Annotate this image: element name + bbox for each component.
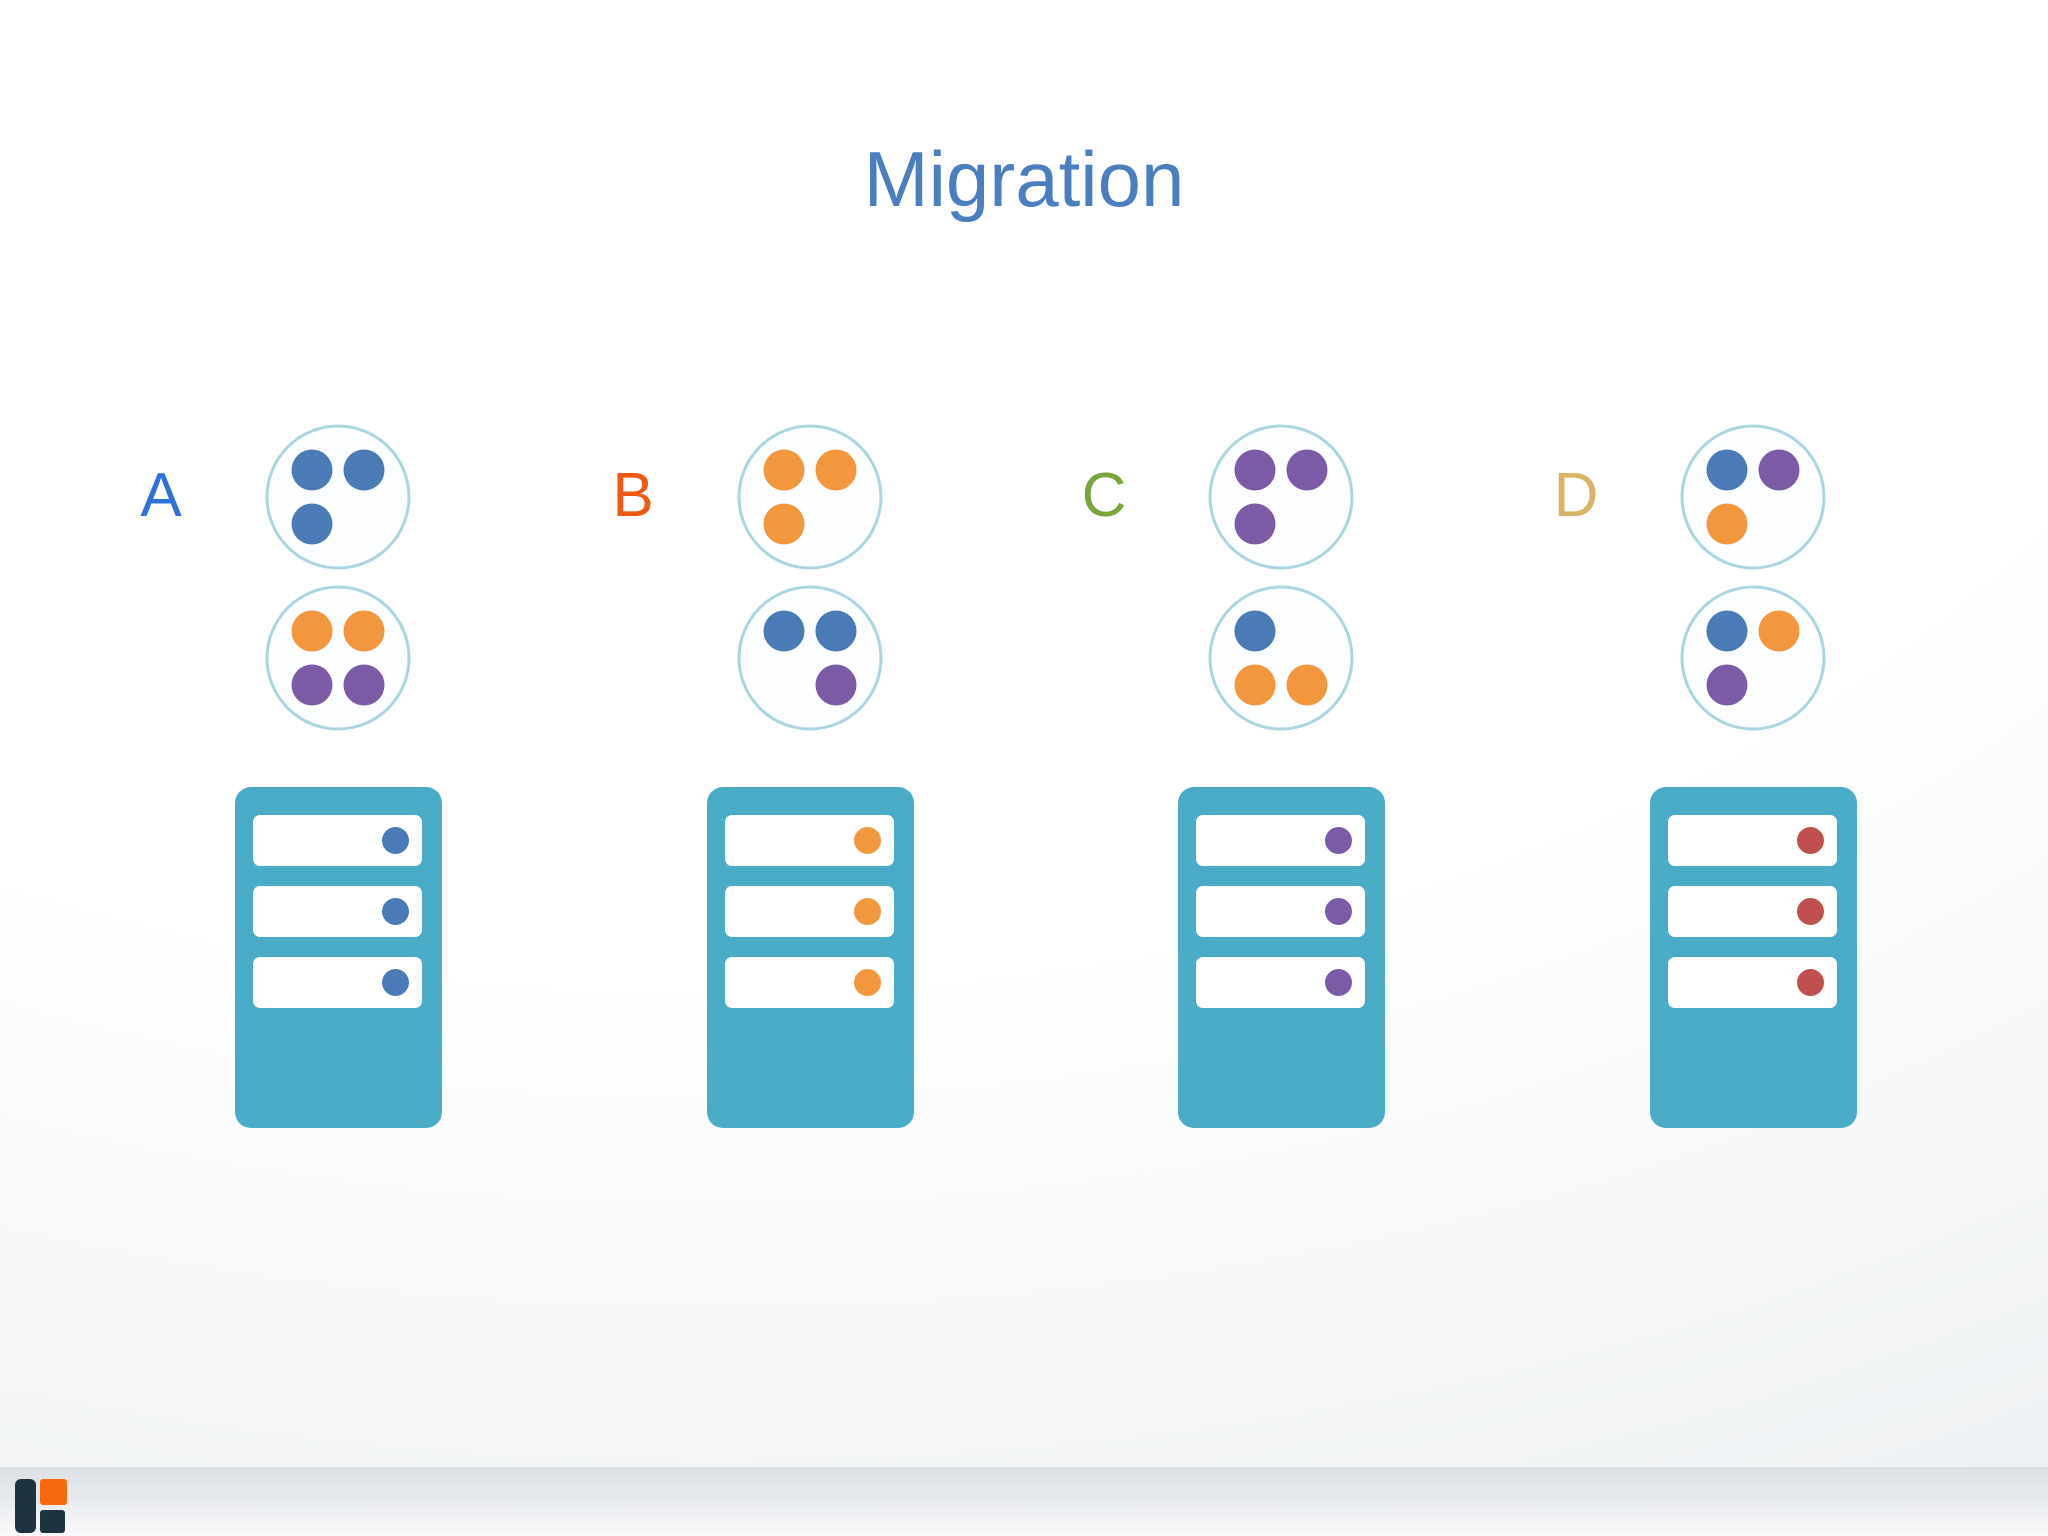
group-d-server-icon [1650, 787, 1857, 1128]
group-b-label: B [612, 461, 654, 530]
vm-dot-orange [343, 610, 385, 652]
slot-led-purple [1325, 827, 1352, 854]
slot-led-red [1797, 898, 1824, 925]
vm-dot-purple [343, 664, 385, 706]
vm-dot-blue [291, 503, 333, 545]
footer-strip [0, 1467, 2048, 1536]
vm-dot-blue [1706, 449, 1748, 491]
server-slot [253, 957, 422, 1008]
vm-dot-blue [1234, 610, 1276, 652]
server-slot [1196, 815, 1365, 866]
group-c-server-icon [1178, 787, 1385, 1128]
slot-led-orange [854, 969, 881, 996]
vm-dot-blue [815, 610, 857, 652]
group-d-label: D [1553, 461, 1599, 530]
server-slot [1196, 886, 1365, 937]
slot-led-red [1797, 969, 1824, 996]
vm-dot-orange [1758, 610, 1800, 652]
server-slot [1668, 957, 1837, 1008]
slot-led-purple [1325, 898, 1352, 925]
logo-orange-square [40, 1479, 67, 1505]
server-slot [1668, 815, 1837, 866]
vm-dot-purple [1234, 503, 1276, 545]
vm-dot-purple [1706, 664, 1748, 706]
logo-left-bar-shape [15, 1479, 36, 1533]
vm-dot-blue [1706, 610, 1748, 652]
server-slot [253, 886, 422, 937]
group-a-label: A [140, 461, 182, 530]
group-a-vm-circle-2 [265, 585, 411, 731]
group-c-label: C [1081, 461, 1127, 530]
vm-dot-purple [1234, 449, 1276, 491]
slide-title: Migration [863, 135, 1185, 223]
vm-dot-blue [291, 449, 333, 491]
group-d-vm-circle-2 [1680, 585, 1826, 731]
vm-dot-orange [1286, 664, 1328, 706]
vm-dot-purple [1286, 449, 1328, 491]
group-a-server-icon [235, 787, 442, 1128]
group-c-vm-circle-2 [1208, 585, 1354, 731]
group-b-vm-circle-1 [737, 424, 883, 570]
vm-dot-orange [763, 449, 805, 491]
logo-dark-square [40, 1510, 65, 1533]
vm-dot-purple [1758, 449, 1800, 491]
server-slot [725, 886, 894, 937]
vm-dot-purple [815, 664, 857, 706]
vm-dot-orange [1234, 664, 1276, 706]
server-slot [725, 815, 894, 866]
vm-dot-orange [815, 449, 857, 491]
server-slot [1196, 957, 1365, 1008]
slot-led-red [1797, 827, 1824, 854]
group-b-server-icon [707, 787, 914, 1128]
group-b-vm-circle-2 [737, 585, 883, 731]
vm-dot-blue [343, 449, 385, 491]
server-slot [725, 957, 894, 1008]
vm-dot-orange [1706, 503, 1748, 545]
server-slot [1668, 886, 1837, 937]
vm-dot-purple [291, 664, 333, 706]
vm-dot-orange [763, 503, 805, 545]
vm-dot-orange [291, 610, 333, 652]
group-c-vm-circle-1 [1208, 424, 1354, 570]
slot-led-blue [382, 969, 409, 996]
server-slot [253, 815, 422, 866]
vm-dot-blue [763, 610, 805, 652]
group-d-vm-circle-1 [1680, 424, 1826, 570]
slot-led-blue [382, 898, 409, 925]
slot-led-orange [854, 898, 881, 925]
group-a-vm-circle-1 [265, 424, 411, 570]
slot-led-orange [854, 827, 881, 854]
slot-led-blue [382, 827, 409, 854]
brand-logo-icon [15, 1478, 70, 1534]
slot-led-purple [1325, 969, 1352, 996]
